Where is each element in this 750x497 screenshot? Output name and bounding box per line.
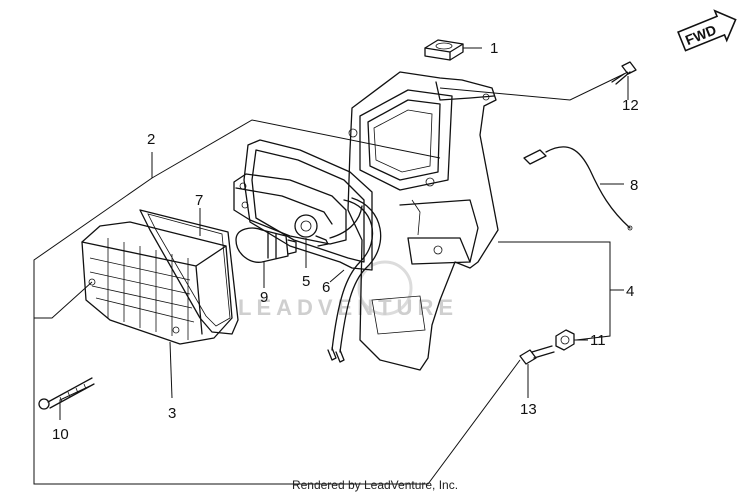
lens-gasket-part <box>139 209 239 335</box>
leader-lines <box>33 47 629 485</box>
callout-2: 2 <box>147 131 155 148</box>
callout-8: 8 <box>630 177 638 194</box>
callout-4: 4 <box>626 283 634 300</box>
callout-9: 9 <box>260 289 268 306</box>
callout-1: 1 <box>490 40 498 57</box>
watermark: LEADVENTURE <box>238 260 453 320</box>
bulb-part <box>235 227 297 263</box>
grommet-part <box>424 39 464 61</box>
callout-12: 12 <box>622 97 639 114</box>
screw-10-part <box>38 377 95 410</box>
wire-harness-part <box>327 197 382 363</box>
bolt-12-part <box>611 61 637 85</box>
fwd-arrow-icon: FWD <box>677 9 737 52</box>
callout-11: 11 <box>590 332 606 349</box>
tail-lens-part <box>81 221 233 345</box>
callout-5: 5 <box>302 273 310 290</box>
license-bracket-part <box>347 71 499 371</box>
nut-11-part <box>555 329 575 351</box>
callout-10: 10 <box>52 426 69 443</box>
callout-7: 7 <box>195 192 203 209</box>
callout-3: 3 <box>168 405 176 422</box>
socket-holder-part <box>233 139 373 271</box>
wire-connector-part <box>523 146 633 231</box>
callout-13: 13 <box>520 401 537 418</box>
bolt-13-part <box>519 345 555 365</box>
callout-6: 6 <box>322 279 330 296</box>
footer-credit: Rendered by LeadVenture, Inc. <box>291 478 459 492</box>
callout-labels: 1 2 3 4 5 6 7 8 9 10 11 12 13 <box>52 40 639 443</box>
